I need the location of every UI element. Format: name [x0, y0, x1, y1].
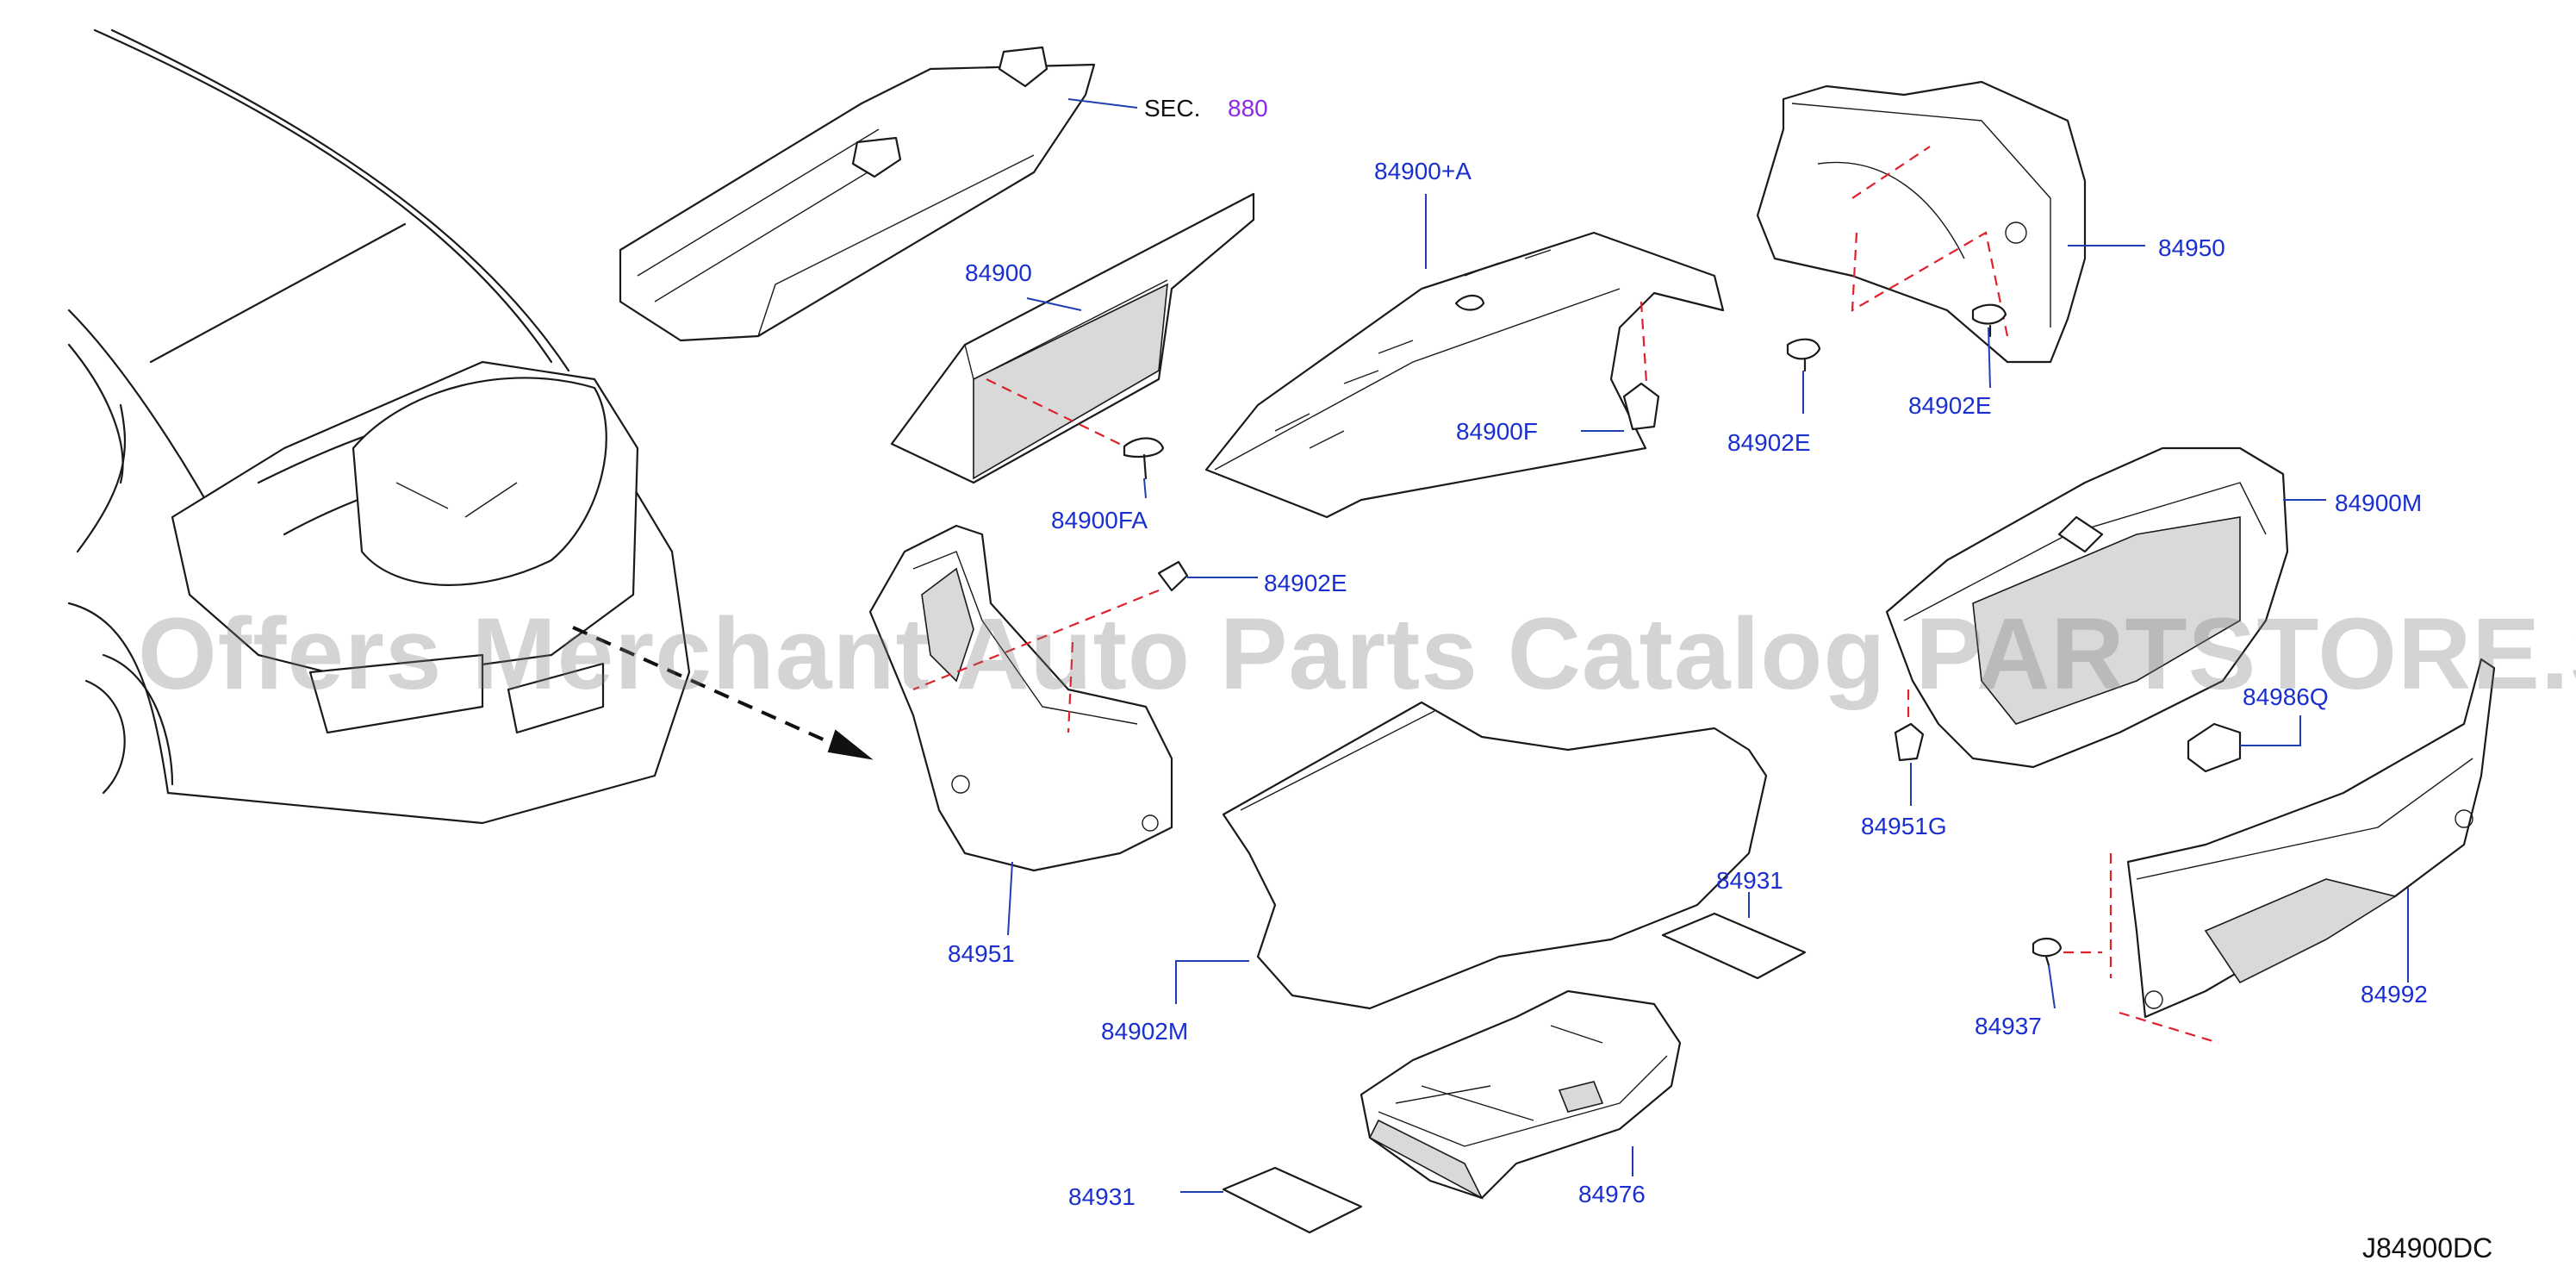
part-84900M-trunk-trim [1885, 446, 2326, 806]
label-84931-top[interactable]: 84931 [1716, 867, 1783, 894]
label-84902M[interactable]: 84902M [1101, 1018, 1189, 1045]
part-84950-side-finisher [1756, 80, 2145, 414]
part-84900A-shelf-trim [1204, 194, 1725, 519]
part-84902M-floor-carpet [1175, 701, 1768, 1010]
label-84902E-left[interactable]: 84902E [1727, 429, 1811, 456]
label-84902E-center[interactable]: 84902E [1264, 570, 1347, 596]
label-84937[interactable]: 84937 [1975, 1013, 2042, 1039]
label-84900A[interactable]: 84900+A [1374, 158, 1472, 184]
part-84951-side-trim [868, 524, 1258, 936]
label-84900[interactable]: 84900 [965, 259, 1032, 286]
rear-seat-back [619, 46, 1138, 342]
section-ref-prefix: SEC. [1144, 95, 1201, 122]
label-84931-bottom[interactable]: 84931 [1068, 1183, 1136, 1210]
label-84951G[interactable]: 84951G [1861, 813, 1947, 839]
label-84976[interactable]: 84976 [1578, 1181, 1646, 1207]
label-84900M[interactable]: 84900M [2335, 490, 2423, 516]
part-84992-rear-trim [2109, 658, 2496, 1045]
part-84976-tool-tray [1360, 989, 1682, 1200]
label-84902E-right[interactable]: 84902E [1908, 392, 1992, 419]
label-84992[interactable]: 84992 [2361, 981, 2428, 1008]
car-body-outline [67, 28, 874, 825]
label-84900FA[interactable]: 84900FA [1051, 507, 1148, 533]
watermark-text: Offers Merchant Auto Parts Catalog PARTS… [138, 597, 2576, 711]
part-84931-mats [1180, 892, 1807, 1234]
label-84951[interactable]: 84951 [948, 940, 1015, 967]
diagram-code: J84900DC [2362, 1232, 2493, 1263]
part-84986Q-block [2187, 715, 2301, 773]
label-84900F[interactable]: 84900F [1456, 418, 1538, 445]
section-ref-number[interactable]: 880 [1228, 95, 1268, 122]
label-84986Q[interactable]: 84986Q [2243, 683, 2329, 710]
label-84950[interactable]: 84950 [2158, 234, 2225, 261]
part-84937-clip [2032, 937, 2102, 1009]
part-84900-shelf [890, 192, 1255, 499]
